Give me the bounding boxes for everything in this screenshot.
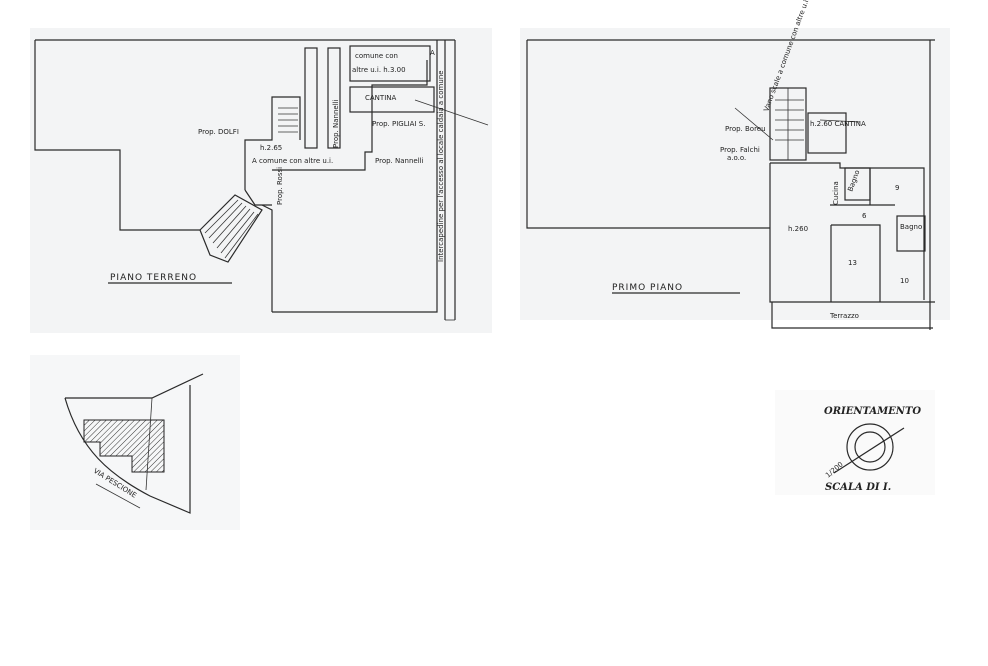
- ground-floor-panel: [30, 28, 492, 333]
- label-bagno-2: Bagno: [900, 223, 922, 231]
- label-prop-pigliai: Prop. PIGLIAI S.: [372, 120, 425, 128]
- label-terrazzo: Terrazzo: [829, 312, 859, 320]
- label-height: h.260: [788, 225, 808, 233]
- label-common-top: comune con: [355, 52, 398, 60]
- label-prop-vertical: Prop. Rossi: [276, 167, 284, 205]
- label-prop-dolfi: Prop. DOLFI: [198, 128, 239, 136]
- orientation-panel: [775, 390, 935, 495]
- room-number: 13: [848, 259, 857, 267]
- room-number: 10: [900, 277, 909, 285]
- ground-floor-plan: PIANO TERRENO comune con altre u.i. h.3.…: [34, 39, 489, 321]
- label-cucina: Cucina: [832, 181, 840, 205]
- ground-floor-title: PIANO TERRENO: [110, 273, 197, 283]
- label-cantina: CANTINA: [365, 94, 396, 102]
- label-prop-boreu: Prop. Boreu: [725, 125, 766, 133]
- label-marker: A: [430, 49, 435, 57]
- label-common: A comune con altre u.i.: [252, 157, 333, 165]
- label-intercapedine: Intercapedine per l'accesso al locale ca…: [437, 70, 445, 262]
- label-prop-nannelli: Prop. Nannelli: [375, 157, 424, 165]
- label-height: h.2.65: [260, 144, 282, 152]
- room-number: 9: [895, 184, 899, 192]
- first-floor-title: PRIMO PIANO: [612, 283, 683, 293]
- compass-outer-ring: [846, 423, 894, 471]
- label-prop-falchi: Prop. Falchi: [720, 146, 760, 154]
- label-common-top-2: altre u.i. h.3.00: [352, 66, 406, 74]
- label-cantina: h.2.60 CANTINA: [810, 120, 866, 128]
- orientation-title: ORIENTAMENTO: [824, 406, 921, 417]
- north-arrow-icon: [833, 427, 905, 474]
- label-prop-falchi-sub: a.o.o.: [727, 154, 746, 162]
- compass-inner-ring: [854, 431, 886, 463]
- label-prop-small: Prop. Nannelli: [332, 99, 340, 148]
- scale-label: SCALA DI I.: [825, 482, 891, 493]
- first-floor-panel: [520, 28, 950, 320]
- room-number: 6: [862, 212, 867, 220]
